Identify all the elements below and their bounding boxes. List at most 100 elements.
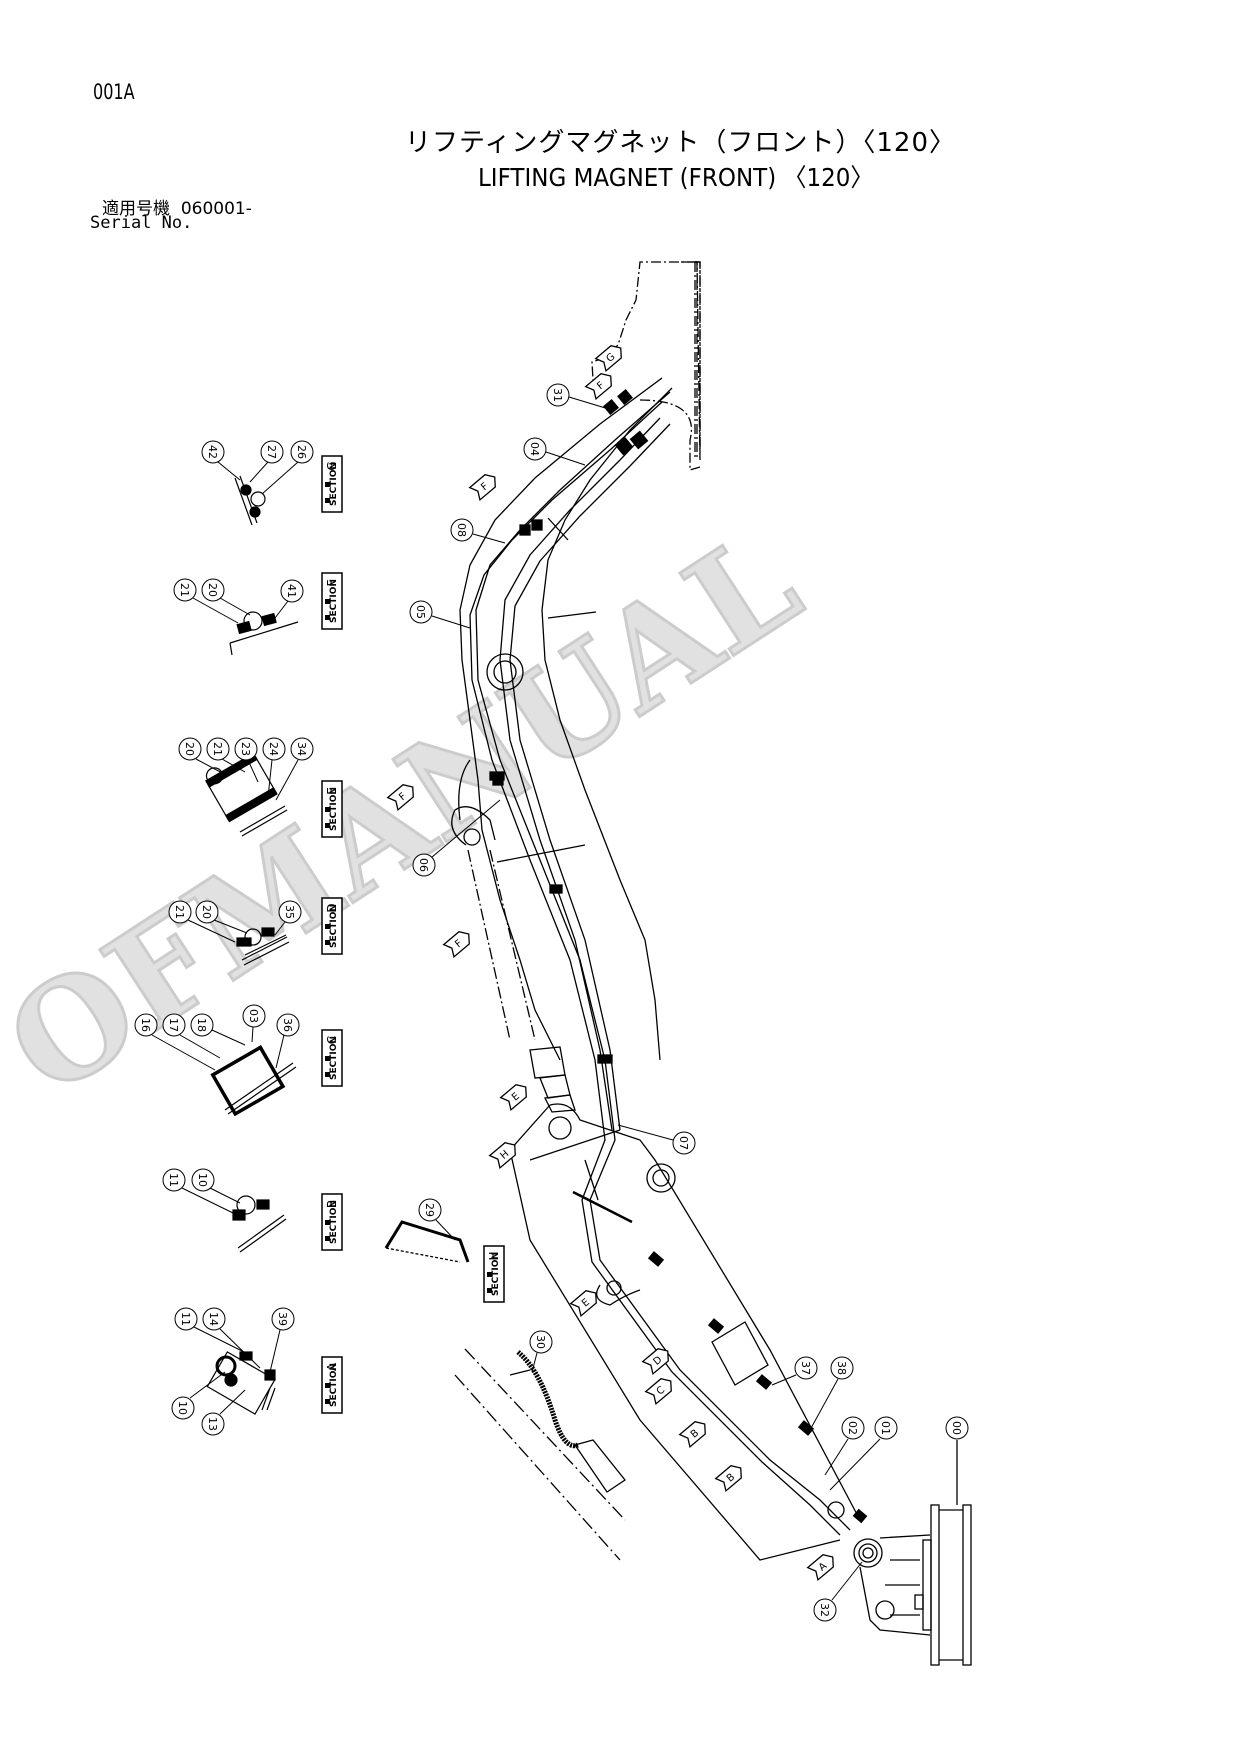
callout-41: 41 (274, 579, 304, 619)
view-arrow-b2: B (714, 1465, 742, 1493)
svg-text:SECTION: SECTION (329, 1200, 339, 1244)
callout-29: 29 (418, 1198, 456, 1241)
svg-text:F: F (479, 481, 491, 493)
view-arrow-f1: F (584, 373, 612, 401)
svg-text:23: 23 (239, 742, 252, 756)
callout-37: 37 (771, 1356, 818, 1386)
callout-24: 24 (262, 737, 286, 798)
callout-31: 31 (546, 383, 613, 411)
svg-text:20: 20 (206, 583, 219, 597)
svg-text:F: F (453, 938, 465, 950)
callout-20: 20 (201, 578, 251, 616)
svg-text:G: G (325, 461, 339, 470)
serial-label-en: Serial No. (90, 213, 193, 233)
svg-text:F: F (595, 380, 607, 392)
upper-structure-outline (591, 261, 701, 471)
svg-text:39: 39 (276, 1312, 289, 1326)
svg-text:E: E (580, 1297, 592, 1309)
svg-text:SECTION: SECTION (329, 579, 339, 623)
view-arrow-f3: F (386, 784, 414, 812)
view-arrow-f4: F (442, 931, 470, 959)
serial-label-jp: 適用号機 (102, 199, 170, 219)
callout-36: 36 (275, 1013, 300, 1069)
svg-text:38: 38 (835, 1361, 848, 1375)
svg-text:06: 06 (417, 858, 430, 872)
callout-39: 39 (269, 1307, 295, 1373)
serial-value: 060001- (180, 199, 252, 219)
callout-06: 06 (412, 799, 501, 877)
svg-text:26: 26 (295, 445, 308, 459)
callout-30: 30 (529, 1330, 553, 1373)
callout-00: 00 (945, 1416, 969, 1440)
view-arrow-g: G (594, 345, 622, 373)
svg-text:E: E (510, 1091, 522, 1103)
title-japanese: リフティングマグネット（フロント）〈120〉 (404, 128, 957, 158)
valve-block (711, 1321, 769, 1386)
callout-10a: 10 (171, 1371, 226, 1420)
svg-text:B: B (325, 1200, 339, 1208)
callout-26: 26 (261, 440, 314, 495)
svg-text:27: 27 (265, 445, 278, 459)
svg-text:10: 10 (176, 1401, 189, 1415)
callout-11b: 11 (162, 1168, 234, 1214)
svg-text:11: 11 (179, 1312, 192, 1326)
svg-text:21: 21 (178, 583, 191, 597)
callout-20e: 20 (178, 737, 227, 776)
boom (451, 377, 673, 1061)
callout-23: 23 (234, 737, 259, 783)
svg-text:36: 36 (281, 1018, 294, 1032)
callout-38: 38 (809, 1356, 854, 1431)
svg-text:20: 20 (183, 742, 196, 756)
callout-32: 32 (813, 1561, 863, 1622)
callout-01: 01 (829, 1416, 898, 1491)
view-arrow-c: C (644, 1378, 672, 1406)
callout-17: 17 (162, 1013, 221, 1059)
view-arrow-e1: E (499, 1084, 527, 1112)
svg-text:29: 29 (423, 1203, 436, 1217)
svg-text:18: 18 (195, 1018, 208, 1032)
callout-34: 34 (275, 737, 314, 801)
view-arrow-h: H (488, 1142, 516, 1170)
svg-text:32: 32 (818, 1603, 831, 1617)
lifting-magnet (827, 1440, 972, 1666)
svg-text:31: 31 (551, 388, 564, 402)
svg-text:34: 34 (295, 742, 308, 756)
title-english: LIFTING MAGNET (FRONT) 〈120〉 (477, 163, 874, 192)
callout-35: 35 (274, 900, 302, 936)
section-h-detail (384, 1220, 470, 1263)
view-arrow-f2: F (468, 474, 496, 502)
svg-text:21: 21 (173, 905, 186, 919)
svg-text:A: A (325, 1362, 339, 1371)
svg-text:SECTION: SECTION (329, 787, 339, 831)
callout-07: 07 (617, 1124, 696, 1155)
svg-text:E: E (325, 787, 339, 795)
callout-02: 02 (824, 1416, 865, 1476)
hose-clamps (489, 389, 868, 1524)
cylinder-head (529, 1046, 576, 1113)
svg-text:D: D (325, 903, 339, 912)
watermark: OFMANUAL (0, 499, 827, 1128)
arm (509, 1103, 861, 1561)
svg-text:H: H (487, 1251, 501, 1260)
svg-text:SECTION: SECTION (329, 904, 339, 948)
svg-text:24: 24 (267, 742, 280, 756)
svg-text:OFMANUAL: OFMANUAL (0, 501, 825, 1127)
svg-text:01: 01 (879, 1421, 892, 1435)
svg-text:03: 03 (247, 1009, 260, 1023)
svg-text:C: C (325, 1036, 339, 1044)
svg-text:41: 41 (285, 584, 298, 598)
view-arrow-b1: B (678, 1421, 706, 1449)
callout-10b: 10 (191, 1168, 241, 1204)
svg-text:SECTION: SECTION (329, 1363, 339, 1407)
svg-text:SECTION: SECTION (491, 1252, 501, 1296)
svg-text:00: 00 (950, 1421, 963, 1435)
svg-text:42: 42 (206, 445, 219, 459)
callout-21e: 21 (206, 737, 246, 773)
